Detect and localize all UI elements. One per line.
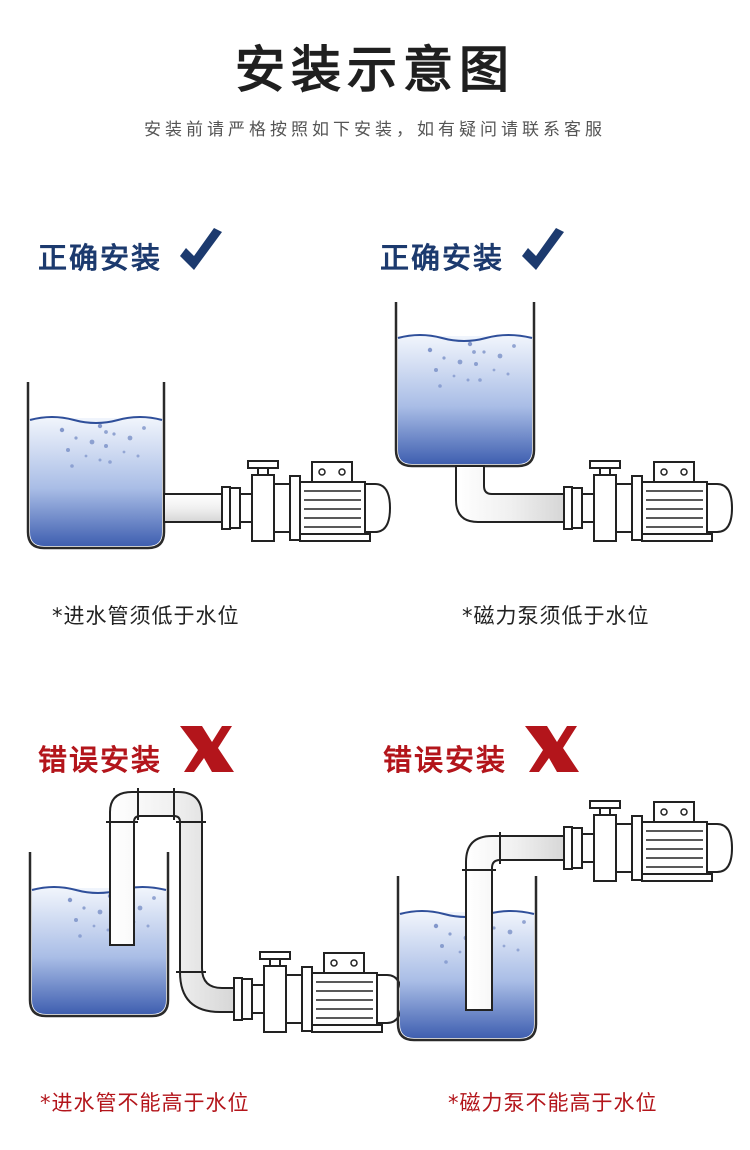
magnetic-pump — [241, 951, 403, 1033]
caption-correct-pump: *磁力泵须低于水位 — [462, 604, 650, 628]
panel-correct-pump: 正确安装 *磁力泵须低于水位 — [380, 228, 733, 628]
check-icon — [522, 228, 564, 270]
panel-wrong-pump: 错误安装 *磁力泵不能高于水位 — [383, 726, 733, 1115]
water-tank — [28, 852, 170, 1018]
magnetic-pump — [571, 460, 733, 542]
heading-correct-pump: 正确安装 — [380, 241, 504, 275]
page-title: 安装示意图 — [235, 41, 515, 99]
cross-icon — [180, 726, 234, 772]
heading-wrong-inlet: 错误安装 — [38, 743, 162, 777]
check-icon — [180, 228, 222, 270]
inlet-pipe — [455, 465, 565, 523]
page-subtitle: 安装前请严格按照如下安装，如有疑问请联系客服 — [144, 120, 606, 140]
caption-correct-inlet: *进水管须低于水位 — [52, 604, 240, 628]
water-body — [32, 888, 166, 1014]
caption-wrong-inlet: *进水管不能高于水位 — [40, 1091, 250, 1115]
panel-wrong-inlet: 错误安装 *进水管不能高于水位 — [28, 726, 403, 1115]
magnetic-pump — [229, 460, 391, 542]
water-tank — [396, 876, 538, 1042]
inlet-pipe — [109, 791, 237, 1013]
water-body — [30, 418, 162, 546]
water-body — [398, 336, 532, 464]
heading-wrong-pump: 错误安装 — [383, 743, 507, 777]
panel-correct-inlet: 正确安装 *进水管须低于水位 — [26, 228, 391, 628]
caption-wrong-pump: *磁力泵不能高于水位 — [448, 1091, 658, 1115]
water-tank — [26, 382, 166, 550]
heading-correct-inlet: 正确安装 — [38, 241, 162, 275]
inlet-pipe — [163, 493, 225, 523]
magnetic-pump — [571, 800, 733, 882]
cross-icon — [525, 726, 579, 772]
